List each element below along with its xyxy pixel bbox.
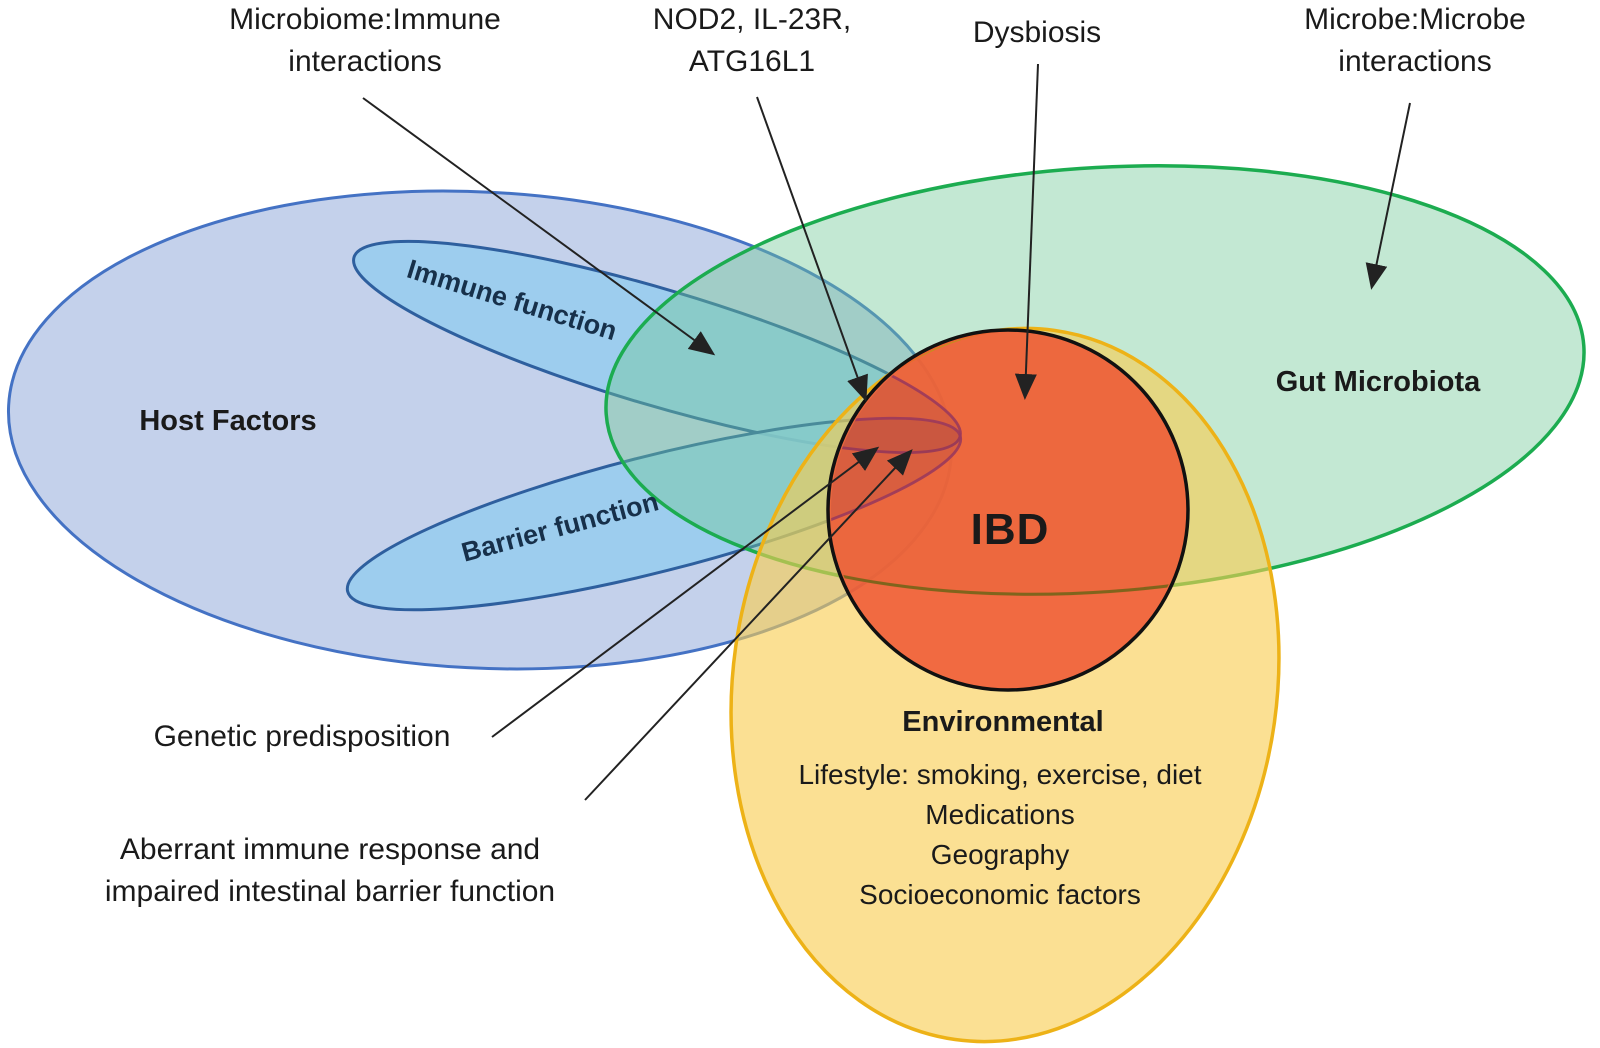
arrow-microbiome-immune [362,97,716,356]
ibd-label: IBD [970,505,1050,554]
gut-border-through-ibd [831,333,1185,596]
ibd-circle-border [826,328,1190,692]
ibd-overlay-borders [831,333,1185,687]
annotation-line: impaired intestinal barrier function [104,875,556,908]
annotation-line: Microbe:Microbe [1304,3,1526,36]
annotation-microbe-microbe: Microbe:Microbe interactions [1304,0,1526,83]
environmental-items: Lifestyle: smoking, exercise, diet Medic… [798,755,1201,915]
annotation-line: NOD2, IL-23R, [652,3,852,36]
annotation-aberrant-immune: Aberrant immune response and impaired in… [105,829,555,913]
host-factors-label: Host Factors [139,405,317,437]
arrow-microbe-microbe [1365,102,1411,290]
environmental-item: Lifestyle: smoking, exercise, diet [798,759,1202,790]
environmental-item: Socioeconomic factors [859,879,1141,910]
annotation-line: Microbiome:Immune [229,3,501,36]
annotation-line: ATG16L1 [688,45,816,78]
annotation-genes: NOD2, IL-23R, ATG16L1 [653,0,851,83]
barrier-tip-through-ibd [831,416,963,612]
environmental-item: Medications [925,799,1075,830]
gut-microbiota-label: Gut Microbiota [1275,366,1481,398]
arrow-dysbiosis [1014,63,1039,400]
arrow-genetic [491,446,880,738]
arrow-aberrant [584,449,913,801]
annotation-microbiome-immune: Microbiome:Immune interactions [229,0,501,83]
annotation-line: Genetic predisposition [153,720,451,753]
annotation-arrows [362,63,1411,801]
environmental-label: Environmental [902,706,1104,738]
annotation-line: interactions [1338,45,1492,78]
arrow-genes [756,96,868,402]
annotation-line: interactions [288,45,442,78]
annotation-line: Dysbiosis [972,16,1102,49]
environmental-item: Geography [930,839,1070,870]
annotation-line: Aberrant immune response and [119,833,541,866]
annotation-dysbiosis: Dysbiosis [973,12,1101,54]
annotation-genetic-predisposition: Genetic predisposition [154,716,451,758]
